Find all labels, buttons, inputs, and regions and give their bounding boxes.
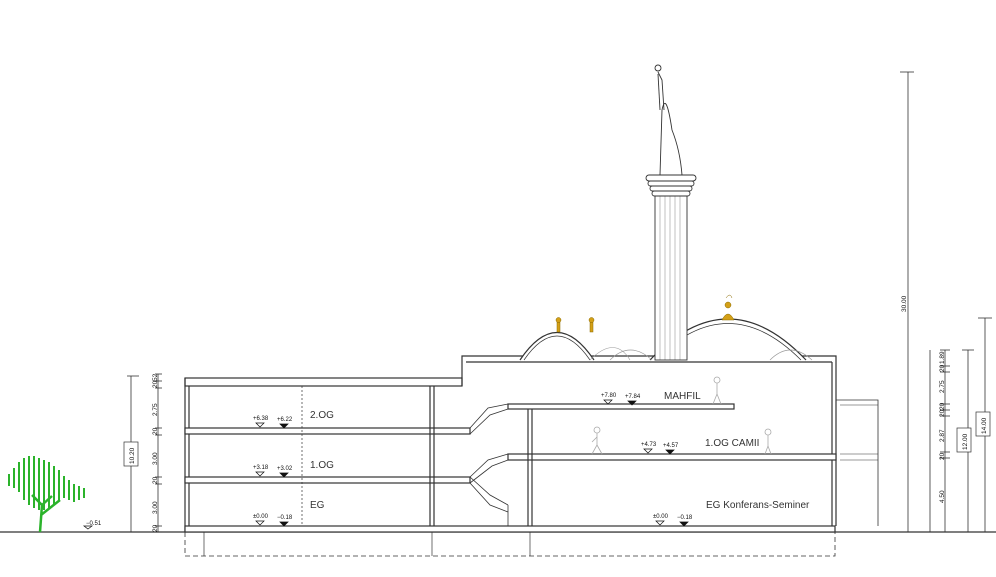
level-780: +7.80 xyxy=(601,393,617,399)
level-markers xyxy=(255,399,689,527)
people-figures xyxy=(591,376,772,455)
room-label-konferans: EG Konferans-Seminer xyxy=(706,500,810,511)
right-dim-8: 4.50 xyxy=(939,490,946,503)
right-a-dim: 14.00 xyxy=(981,417,988,434)
room-label-1og: 1.OG xyxy=(310,460,334,471)
left-dim-6: 20 xyxy=(152,476,159,484)
left-dim-2: 20 xyxy=(152,380,159,388)
left-total-dim: 10.20 xyxy=(129,447,136,464)
right-dim-1: 1.89 xyxy=(939,351,946,364)
tree-illustration xyxy=(8,456,85,533)
level-018-left: −0.18 xyxy=(277,515,293,521)
level-000-right: ±0.00 xyxy=(653,514,669,520)
dome-finials xyxy=(555,294,735,333)
right-dim-5: 20 xyxy=(939,409,946,417)
right-b-box xyxy=(956,427,972,453)
level-622: +6.22 xyxy=(277,417,293,423)
room-label-eg: EG xyxy=(310,500,325,511)
minaret xyxy=(645,64,697,361)
left-dim-5: 3.00 xyxy=(152,452,159,465)
right-dim-7: 20 xyxy=(939,452,946,460)
level-457: +4.57 xyxy=(663,443,679,449)
tree-level-marker xyxy=(82,525,94,530)
level-473: +4.73 xyxy=(641,442,657,448)
domes xyxy=(519,318,813,361)
level-638: +6.38 xyxy=(253,416,269,422)
right-dim-2: 20 xyxy=(939,364,946,372)
left-dim-3: 2.75 xyxy=(152,403,159,416)
tree-level-label: −0.51 xyxy=(86,521,102,527)
left-dim-8: 20 xyxy=(152,524,159,532)
right-dim-6: 2.87 xyxy=(939,429,946,442)
building-section xyxy=(184,355,879,557)
right-b-dim: 12.00 xyxy=(962,433,969,450)
right-dim-4: 20 xyxy=(939,402,946,410)
right-tall-dim: 30.00 xyxy=(901,295,908,312)
left-dim-4: 20 xyxy=(152,427,159,435)
left-total-box xyxy=(123,441,139,467)
level-018-right: −0.18 xyxy=(677,515,693,521)
room-label-camii: 1.OG CAMII xyxy=(705,438,759,449)
level-000-left: ±0.00 xyxy=(253,514,269,520)
room-label-mahfil: MAHFIL xyxy=(664,391,701,402)
left-dim-1: 52 xyxy=(152,373,159,381)
level-784: +7.84 xyxy=(625,394,641,400)
room-label-2og: 2.OG xyxy=(310,410,334,421)
right-dimension-lines xyxy=(900,71,992,533)
right-a-box xyxy=(975,411,991,437)
right-dim-3: 2.75 xyxy=(939,380,946,393)
level-318: +3.18 xyxy=(253,465,269,471)
level-302: +3.02 xyxy=(277,466,293,472)
left-dim-7: 3.00 xyxy=(152,501,159,514)
